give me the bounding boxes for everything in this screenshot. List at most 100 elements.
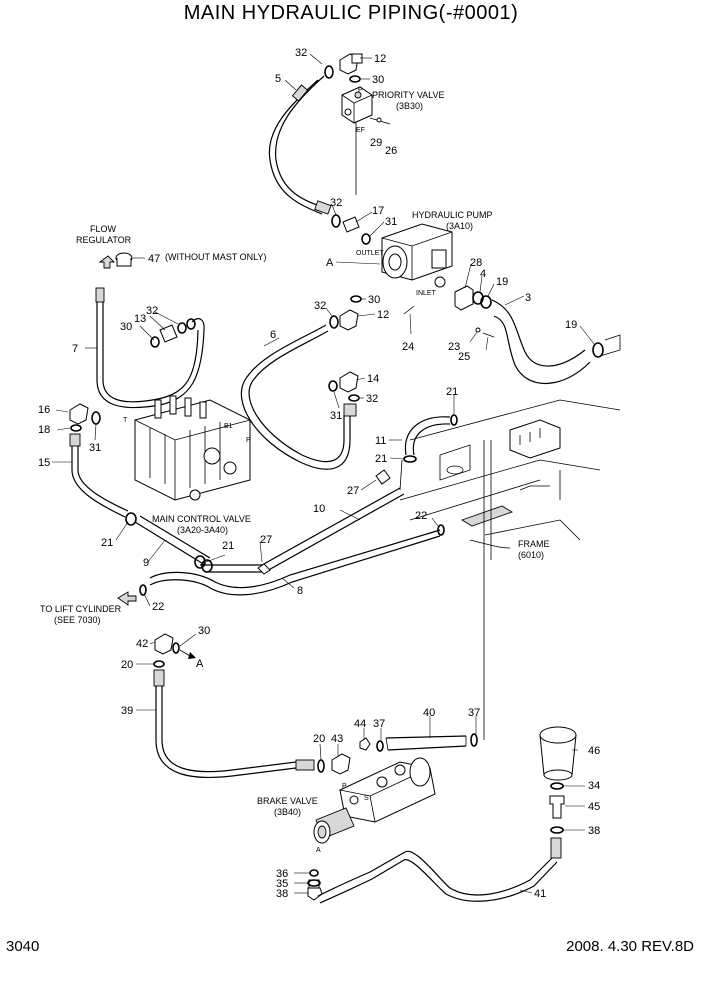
main-control-valve-ref: (3A20-3A40) [177,525,228,535]
part-number: 37 [373,718,385,730]
part-number: 3 [525,292,531,304]
bolt-24 [403,305,415,315]
part-number: 20 [121,659,133,671]
part-number: 35 [276,878,288,890]
hose-11 [404,416,451,456]
o-ring-30-top [349,75,361,83]
part-number: 45 [588,801,600,813]
clamp-19-a [480,295,492,309]
part-number: 22 [152,601,164,613]
part-number: 19 [565,319,577,331]
part-number: 44 [354,718,366,730]
washer-29 [376,117,382,123]
part-number: 5 [275,73,281,85]
port-ef-label: EF [356,127,365,134]
part-number: 29 [370,137,382,149]
part-number: 32 [330,197,342,209]
o-ring-20-a [153,660,165,668]
clamp-19-b [592,342,604,358]
lift-cylinder-arrow [117,591,137,606]
outlet-label: OUTLET [356,250,384,257]
frame [399,399,621,541]
part-number: 31 [89,442,101,454]
port-a-brake-label: A [316,847,321,854]
hose-15 [71,446,126,518]
ref-a-lower: A [196,658,204,670]
part-number: 30 [372,74,384,86]
hydraulic-pump [381,223,453,288]
elbow-fitting-42 [154,633,174,655]
reservoir-46 [539,726,577,781]
part-number: 31 [330,410,342,422]
clamp-22-b [139,584,147,596]
part-number: 38 [276,888,288,900]
port-p-label: P [358,87,363,94]
part-number: 12 [377,309,389,321]
part-number: 30 [198,625,210,637]
o-ring-32-fr [177,322,187,334]
clamp-21-a [125,512,137,526]
part-number: 17 [372,205,384,217]
part-number: 38 [588,825,600,837]
part-number: 28 [470,257,482,269]
part-number: 27 [260,534,272,546]
part-number: 24 [402,341,414,353]
priority-valve-label: PRIORITY VALVE [372,90,445,100]
part-number: 18 [38,424,50,436]
hose-5 [268,79,323,215]
clamp-37-a [376,740,384,752]
hydraulic-pump-ref: (3A10) [446,221,473,231]
o-ring-30-mid [350,295,362,303]
page-number: 3040 [6,938,40,955]
washer-23 [475,327,481,333]
lift-cylinder-ref: (SEE 7030) [54,615,101,625]
hose-7 [96,302,205,409]
part-number: 19 [496,276,508,288]
part-number: 8 [297,585,303,597]
brake-valve-ref: (3B40) [274,807,301,817]
part-number: 20 [313,733,325,745]
fitting-44 [359,737,371,751]
part-number: 32 [314,300,326,312]
part-number: 11 [375,435,386,447]
elbow-fitting-12-mid [339,309,359,331]
suction-hose-3 [491,299,586,367]
o-ring-32-b [348,394,360,402]
part-number: 41 [534,888,546,900]
pipe-8 [149,529,441,589]
part-number: 23 [448,341,460,353]
part-number: 7 [72,343,78,355]
o-ring-30-low [172,642,180,654]
flow-regulator-label: FLOW [90,224,117,234]
o-ring-38-b [550,826,564,834]
elbow-fitting-43 [331,753,351,775]
port-t-label: T [123,417,128,424]
part-number: 32 [366,393,378,405]
hose-40 [385,735,467,739]
part-number: 15 [38,457,50,469]
part-number: 22 [415,510,427,522]
part-number: 27 [347,485,359,497]
leader-lines [52,53,595,894]
revision-date: 2008. 4.30 REV.8D [566,938,694,955]
main-control-valve-label: MAIN CONTROL VALVE [152,514,251,524]
priority-valve [341,86,373,124]
part-number: 21 [101,537,113,549]
part-number: 26 [385,145,397,157]
o-ring-32-mid [331,214,341,228]
flange-28 [454,285,474,311]
part-number: 25 [458,351,470,363]
clamp-21-d [403,455,417,463]
part-number: 21 [375,453,387,465]
main-control-valve [134,395,251,501]
part-number: 34 [588,780,600,792]
without-mast-note: (WITHOUT MAST ONLY) [165,252,267,262]
adapter-17 [342,216,360,233]
part-number: 42 [136,638,148,650]
o-ring-31-mcv [91,411,101,425]
clamp-21-c [450,414,458,426]
part-number: 39 [121,705,133,717]
pipe-10 [200,487,401,566]
frame-ref: (6010) [518,550,544,560]
